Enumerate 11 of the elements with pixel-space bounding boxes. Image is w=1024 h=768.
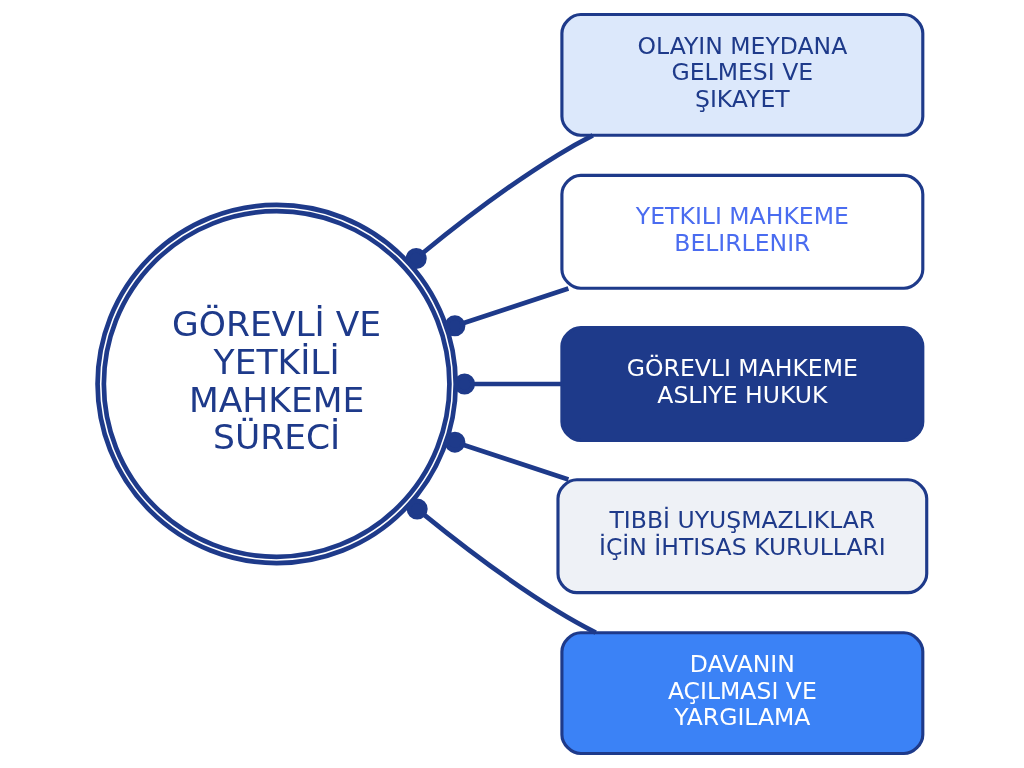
node-box: GÖREVLI MAHKEME ASLIYE HUKUK <box>560 325 925 443</box>
node-box: OLAYIN MEYDANA GELMESI VE ŞIKAYET <box>560 12 925 137</box>
connector <box>405 133 594 269</box>
node-box: DAVANIN AÇILMASI VE YARGILAMA <box>560 631 925 756</box>
node-box: YETKILI MAHKEME BELIRLENIR <box>560 173 925 290</box>
node-box: TIBBİ UYUŞMAZLIKLAR İÇİN İHTISAS KURULLARI <box>556 478 929 595</box>
connector <box>444 431 570 482</box>
connector <box>406 498 597 635</box>
connector <box>454 373 562 395</box>
connector <box>444 286 570 337</box>
node-circle: GÖREVLİ VE YETKİLİ MAHKEME SÜRECİ <box>95 202 459 566</box>
